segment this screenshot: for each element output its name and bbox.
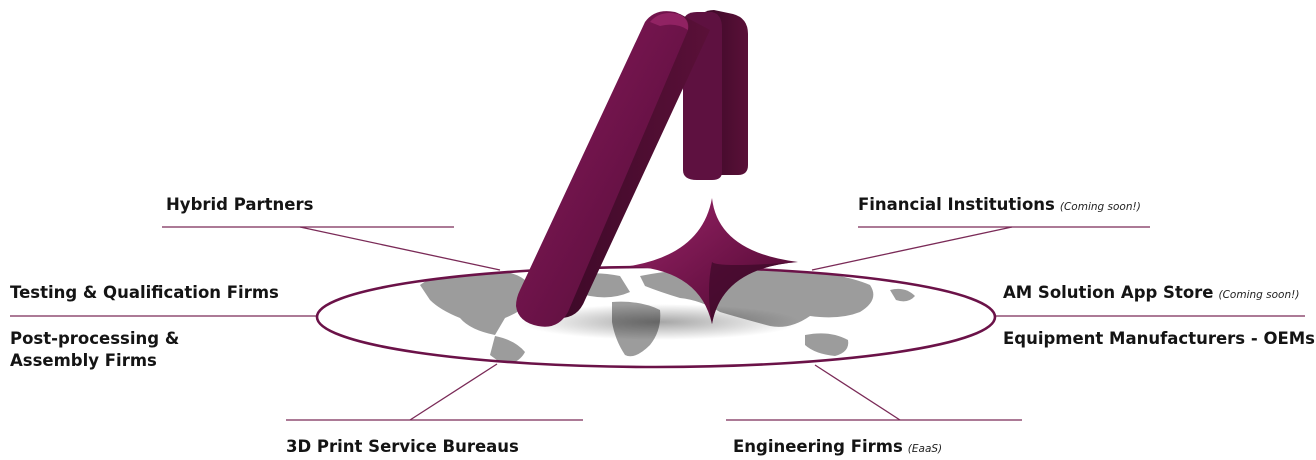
logo-shadow	[520, 304, 800, 340]
post-processing-line1: Post-processing &	[10, 329, 180, 348]
financial-coming-soon-note: (Coming soon!)	[1059, 201, 1141, 213]
connector-bureaus-diagonal	[409, 363, 498, 421]
label-app-store: AM Solution App Store (Coming soon!)	[1003, 282, 1299, 306]
label-equipment-manufacturers: Equipment Manufacturers - OEMs	[1003, 328, 1315, 350]
equipment-manufacturers-text: Equipment Manufacturers - OEMs	[1003, 329, 1315, 348]
label-testing-firms: Testing & Qualification Firms	[10, 282, 279, 304]
hybrid-partners-text: Hybrid Partners	[166, 195, 314, 214]
logo-icon	[516, 10, 798, 327]
connector-lines	[10, 226, 1305, 421]
print-bureaus-text: 3D Print Service Bureaus	[286, 437, 519, 456]
label-engineering-firms: Engineering Firms (EaaS)	[733, 436, 942, 460]
label-hybrid-partners: Hybrid Partners	[166, 194, 313, 216]
label-financial-institutions: Financial Institutions (Coming soon!)	[858, 194, 1141, 218]
post-processing-line2: Assembly Firms	[10, 351, 157, 370]
app-store-coming-soon-note: (Coming soon!)	[1218, 289, 1300, 301]
financial-institutions-text: Financial Institutions	[858, 195, 1055, 214]
connector-hybrid-diagonal	[299, 226, 501, 271]
star-icon	[630, 198, 798, 324]
connector-engineering-diagonal	[814, 364, 901, 421]
label-post-processing: Post-processing & Assembly Firms	[10, 328, 179, 372]
engineering-firms-text: Engineering Firms	[733, 437, 903, 456]
connector-financial-diagonal	[811, 226, 1013, 271]
engineering-eaas-note: (EaaS)	[907, 443, 943, 455]
label-print-bureaus: 3D Print Service Bureaus	[286, 436, 519, 458]
app-store-text: AM Solution App Store	[1003, 283, 1214, 302]
testing-firms-text: Testing & Qualification Firms	[10, 283, 279, 302]
